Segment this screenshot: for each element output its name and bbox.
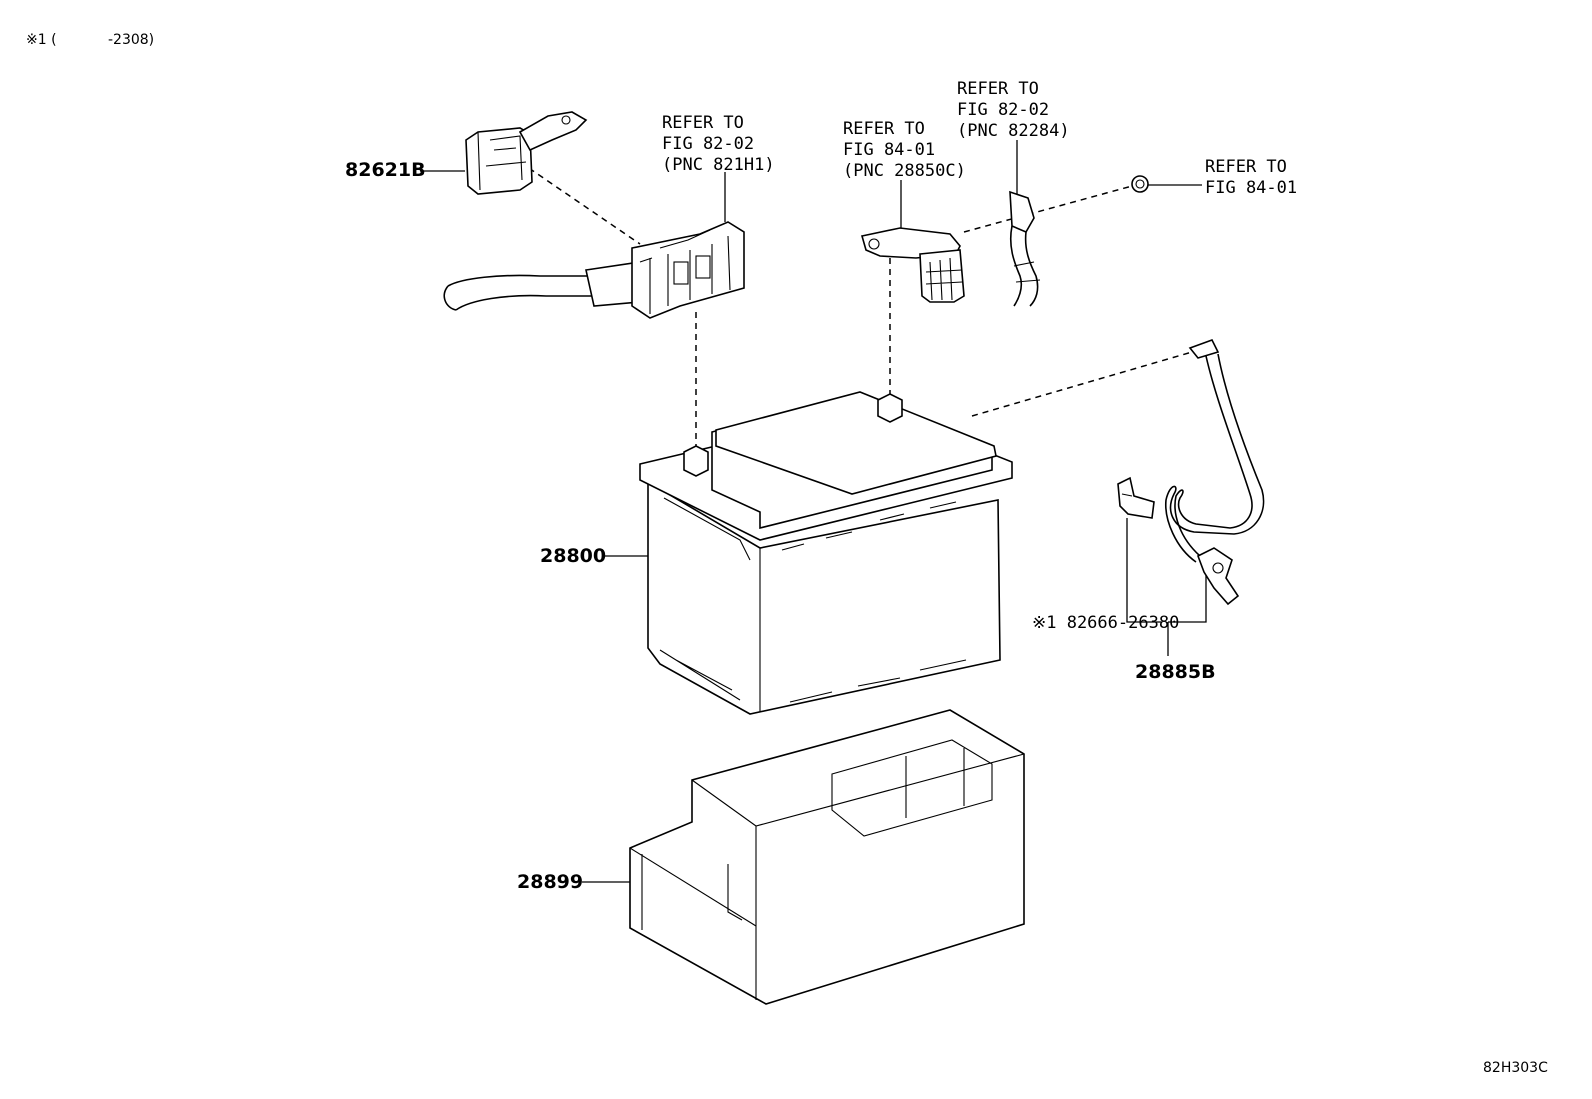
sensor-cable-28885b xyxy=(1165,339,1265,606)
svg-text:(PNC 28850C): (PNC 28850C) xyxy=(843,161,966,181)
part-label-82666-26380: ※1 82666-26380 xyxy=(1032,613,1179,633)
bracket-82666-26380 xyxy=(1117,476,1155,519)
callout-fig-82-02-821h1: REFER TO FIG 82-02 (PNC 821H1) xyxy=(662,113,775,175)
diagram-code: 82H303C xyxy=(1483,1060,1548,1076)
svg-text:FIG 84-01: FIG 84-01 xyxy=(843,140,935,160)
assembly-dash-lines xyxy=(519,161,1193,452)
bolt xyxy=(1131,175,1149,193)
positive-terminal-cable xyxy=(443,221,745,319)
svg-text:(PNC 82284): (PNC 82284) xyxy=(957,121,1070,141)
svg-text:REFER TO: REFER TO xyxy=(957,79,1039,99)
part-label-28899: 28899 xyxy=(517,871,583,893)
header-note-mark: ※1 ( xyxy=(26,32,57,48)
svg-text:REFER TO: REFER TO xyxy=(1205,157,1287,177)
leader-lines xyxy=(420,140,1207,883)
ground-cable-82284 xyxy=(1009,190,1041,307)
battery-28800 xyxy=(639,391,1013,715)
header-note-range: -2308) xyxy=(108,32,154,48)
svg-text:FIG 82-02: FIG 82-02 xyxy=(662,134,754,154)
svg-text:REFER TO: REFER TO xyxy=(843,119,925,139)
callout-fig-82-02-82284: REFER TO FIG 82-02 (PNC 82284) xyxy=(957,79,1070,141)
battery-tray-28899 xyxy=(629,709,1025,1005)
callout-fig-84-01-28850c: REFER TO FIG 84-01 (PNC 28850C) xyxy=(843,119,966,181)
svg-text:FIG 84-01: FIG 84-01 xyxy=(1205,178,1297,198)
svg-text:(PNC 821H1): (PNC 821H1) xyxy=(662,155,775,175)
part-label-28885b: 28885B xyxy=(1135,661,1216,683)
svg-text:REFER TO: REFER TO xyxy=(662,113,744,133)
svg-text:FIG 82-02: FIG 82-02 xyxy=(957,100,1049,120)
part-label-28800: 28800 xyxy=(540,545,606,567)
callout-fig-84-01: REFER TO FIG 84-01 xyxy=(1205,157,1297,198)
negative-terminal-sensor xyxy=(860,227,965,303)
part-label-82621b: 82621B xyxy=(345,159,426,181)
terminal-clamp-82621b xyxy=(465,111,588,195)
